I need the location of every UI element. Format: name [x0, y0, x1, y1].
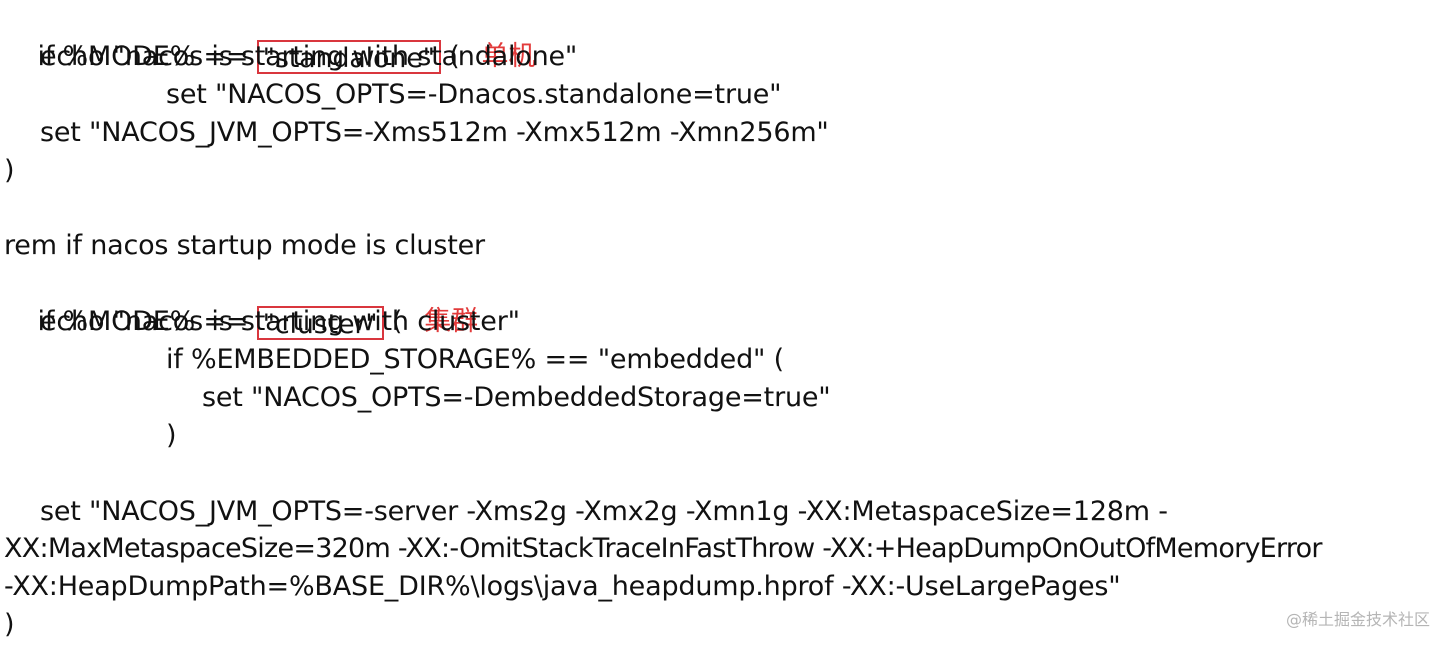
- highlight-box-standalone: "standalone": [256, 40, 441, 75]
- blank-line: [4, 455, 1444, 493]
- code-line: set "NACOS_OPTS=-DembeddedStorage=true": [202, 381, 831, 413]
- watermark: @稀土掘金技术社区: [1285, 610, 1430, 629]
- code-line: if %MODE% == "standalone" ( 单机: [4, 0, 1444, 75]
- code-line: if %MODE% == "cluster" ( 集群: [4, 265, 1444, 340]
- code-line: set "NACOS_JVM_OPTS=-server -Xms2g -Xmx2…: [40, 495, 1168, 527]
- code-line: if %EMBEDDED_STORAGE% == "embedded" (: [166, 344, 784, 376]
- code-text: (: [440, 40, 460, 72]
- code-line: ): [4, 154, 15, 186]
- code-line: ): [166, 419, 177, 451]
- code-line: set "NACOS_OPTS=-Dnacos.standalone=true": [166, 78, 782, 110]
- code-line: set "NACOS_JVM_OPTS=-Xms512m -Xmx512m -X…: [40, 116, 829, 148]
- code-line: echo "nacos is starting with cluster": [40, 306, 520, 338]
- code-text: if %MODE% ==: [37, 306, 257, 338]
- annotation-standalone: 单机: [481, 40, 536, 72]
- code-text: (: [383, 306, 403, 338]
- blank-line: [4, 189, 1444, 227]
- code-block: if %MODE% == "standalone" ( 单机 echo "naco…: [4, 0, 1444, 644]
- code-line: echo "nacos is starting with standalone": [40, 40, 578, 72]
- annotation-cluster: 集群: [424, 306, 478, 338]
- code-line: -XX:HeapDumpPath=%BASE_DIR%\logs\java_he…: [4, 571, 1121, 603]
- code-text: if %MODE% ==: [37, 40, 257, 72]
- highlight-box-cluster: "cluster": [256, 305, 384, 340]
- code-line: XX:MaxMetaspaceSize=320m -XX:-OmitStackT…: [4, 533, 1323, 565]
- code-line: rem if nacos startup mode is cluster: [4, 230, 485, 262]
- code-line: ): [4, 609, 15, 641]
